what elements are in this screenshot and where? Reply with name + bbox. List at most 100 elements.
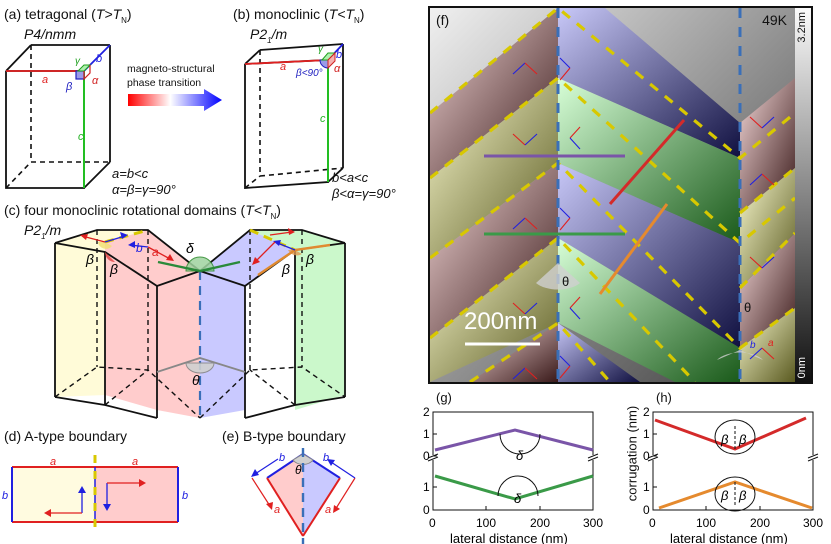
axis-b-label: b [2,490,8,502]
x-tick: 300 [583,516,603,530]
y-tick: 2 [643,405,650,419]
beta-label: β<90° [295,68,323,79]
panel-label: (a) [4,6,22,22]
x-axis-label: lateral distance (nm) [670,531,788,544]
title-text: tetragonal ( [25,6,96,22]
beta-label: β [720,432,729,447]
svg-text:α: α [334,63,341,75]
monoclinic-cell-diagram: a b c α γ β<90° [244,43,344,189]
y-tick: 0 [423,449,430,463]
x-axis-label: lateral distance (nm) [450,531,568,544]
sg-main: P2 [24,222,42,238]
title-subscript: N [270,211,277,221]
axis-a-label: a [768,338,774,349]
beta-label: β [720,488,729,503]
title-close: ) [276,202,281,218]
transition-label: magneto-structural phase transition [127,62,215,90]
scale-bar-label: 200nm [464,308,538,335]
theta-label: θ [295,463,302,477]
beta-label: β [85,251,94,267]
panel-a-title: (a) tetragonal (T>TN) [4,6,132,25]
sg-main: P2 [250,26,268,42]
height-colorbar: 3.2nm 0nm [795,6,813,384]
delta-label: δ [516,448,524,463]
y-tick: 1 [643,480,650,494]
axis-a-label: a [42,74,48,86]
beta-label: β [281,261,290,277]
y-axis-label: corrugation (nm) [624,405,640,502]
axis-a-label: a [132,456,138,468]
panel-f-label: (f) [436,12,450,28]
relation-b-2: β<α=γ=90° [332,186,396,201]
panel-e-title: (e) B-type boundary [222,428,346,444]
x-tick: 100 [476,516,496,530]
title-close: ) [359,6,365,22]
space-group-b: P21/m [250,26,287,45]
sg-tail: /m [271,26,288,42]
theta-label: θ [192,372,200,388]
panel-label: (d) [4,428,22,444]
panel-label: (b) [233,6,251,22]
svg-text:b: b [336,49,342,61]
relation-a-1: a=b<c [112,166,149,181]
theta-label: θ [744,300,751,315]
delta-label: δ [186,240,194,256]
delta-label: δ [514,491,522,506]
axis-a-label: a [274,504,280,516]
phase-transition-arrow [128,89,222,111]
sg-sub: 1 [267,35,272,45]
svg-text:β: β [65,81,73,93]
y-tick: 1 [643,427,650,441]
four-domain-diagram: δ θ β β β β b a [54,228,346,419]
axis-b-label: b [96,53,102,65]
x-tick: 200 [750,516,770,530]
beta-label: β [738,432,747,447]
corrugation-plot-g: 2 1 0 1 0 0 100 200 300 δ δ lateral dist… [423,405,603,544]
panel-b-title: (b) monoclinic (T<TN) [233,6,364,25]
axis-c-label: c [78,131,84,143]
svg-text:γ: γ [318,44,324,55]
axis-b-label: b [182,490,188,502]
panel-h-label: (h) [656,390,672,405]
svg-text:a: a [280,61,286,73]
y-tick: 1 [423,480,430,494]
title-text: monoclinic ( [254,6,329,22]
axis-a-label: a [50,456,56,468]
relation-b-1: b<a<c [332,170,369,185]
b-type-boundary-diagram: θ b b a a [251,448,356,544]
tetragonal-cell-diagram: a b c α β γ [5,44,111,189]
x-tick: 200 [530,516,550,530]
axis-b-label: b [279,452,285,464]
svg-text:α: α [92,75,99,87]
title-text: B-type boundary [243,428,346,444]
axis-b-label: b [750,340,756,351]
sg-tail: /m [45,222,62,238]
y-tick: 2 [423,405,430,419]
stm-domain-map: θ θ b a [430,8,795,382]
title-subscript: N [121,15,127,25]
y-axis-label-wrapper: corrugation (nm) [618,402,640,514]
beta-label: β [738,488,747,503]
panel-label: (e) [222,428,240,444]
panel-g-label: (g) [436,390,452,405]
svg-text:c: c [320,113,326,125]
x-tick: 100 [696,516,716,530]
a-type-boundary-diagram: a a b b [2,455,188,535]
space-group-c: P21/m [24,222,61,241]
axis-a-label: a [152,245,159,259]
axis-b-label: b [136,241,143,255]
title-text: A-type boundary [24,428,127,444]
axis-a-label: a [325,504,331,516]
panel-label: (c) [4,202,21,218]
title-condition: T>T [95,6,122,22]
y-tick: 0 [643,449,650,463]
beta-label: β [305,251,314,267]
colorbar-max-label: 3.2nm [796,12,808,43]
transition-line2: phase transition [127,77,202,89]
temperature-label: 49K [762,12,787,28]
title-subscript: N [354,15,360,25]
y-tick: 0 [423,503,430,517]
title-condition: T<T [328,6,354,22]
x-tick: 0 [429,516,436,530]
space-group-a: P4/nmm [24,26,77,42]
